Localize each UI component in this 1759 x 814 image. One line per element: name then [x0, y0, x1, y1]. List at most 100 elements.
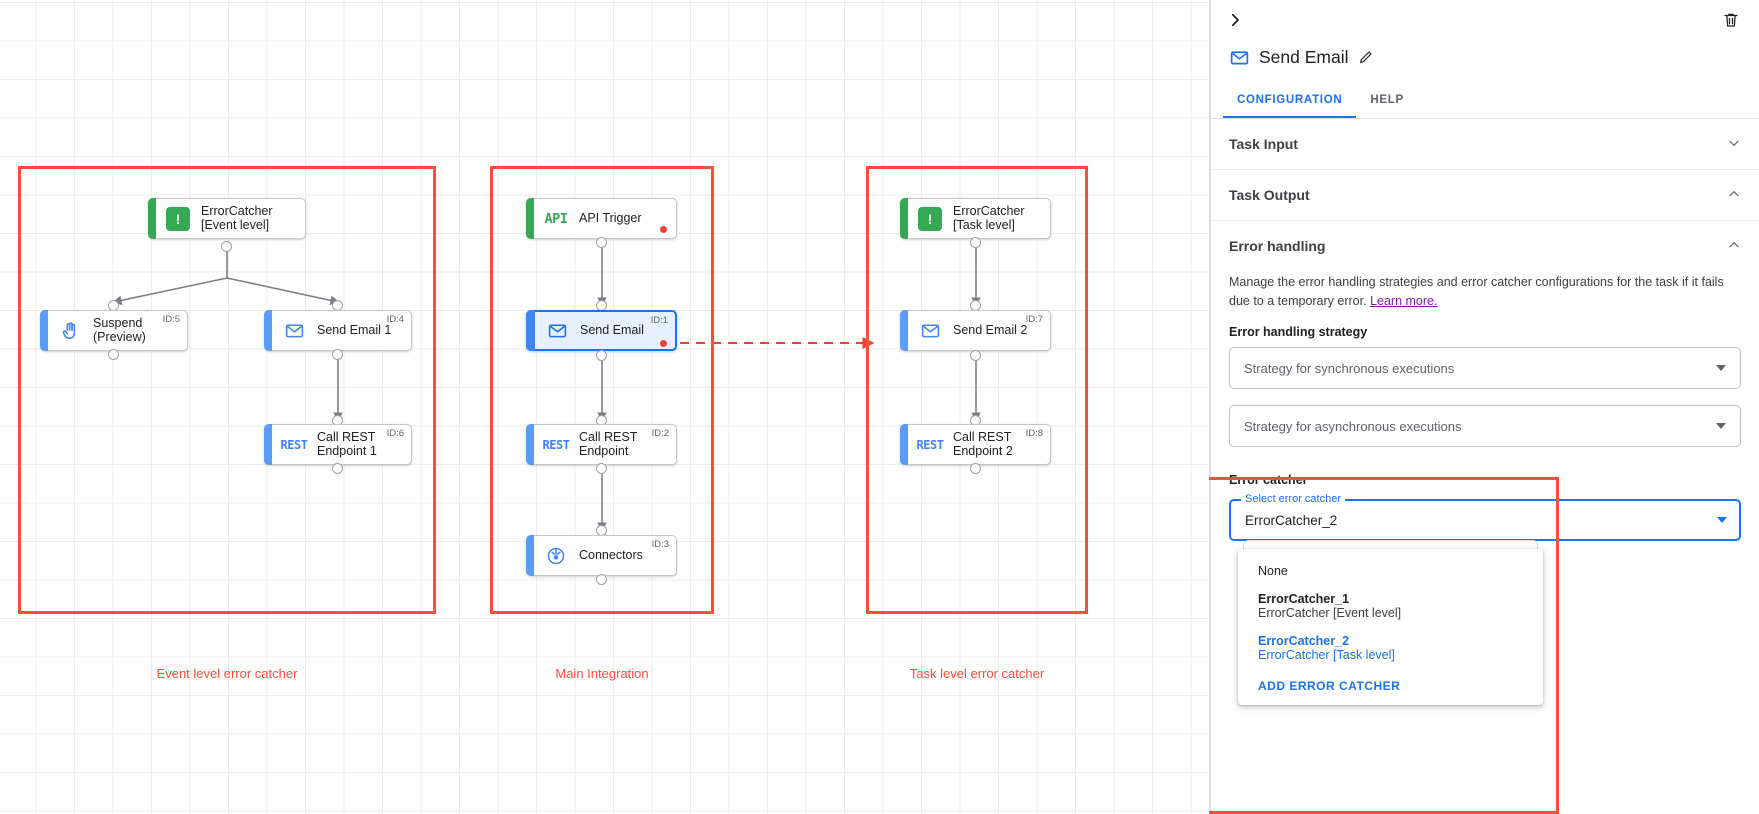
node-label: Suspend (Preview) — [93, 316, 146, 344]
node-label: Send Email 1 — [317, 322, 392, 337]
node-send-email[interactable]: Send Email ID:1 — [526, 310, 677, 351]
group-frame-event-level — [18, 166, 436, 614]
select-error-catcher-legend: Select error catcher — [1241, 493, 1345, 505]
dropdown-option-label: ErrorCatcher_1 — [1258, 592, 1350, 606]
dropdown-option-sublabel: ErrorCatcher [Task level] — [1258, 648, 1395, 662]
node-send-email-1[interactable]: Send Email 1 ID:4 — [264, 310, 412, 351]
port-out-connectors[interactable] — [596, 574, 607, 585]
send-email-error-dot — [660, 340, 667, 347]
dropdown-option-sublabel: ErrorCatcher [Event level] — [1258, 606, 1402, 620]
dropdown-option-errorcatcher-2[interactable]: ErrorCatcher_2 ErrorCatcher [Task level] — [1238, 627, 1543, 669]
node-id: ID:4 — [386, 314, 404, 325]
mail-icon — [1229, 47, 1250, 68]
node-label: Send Email 2 — [953, 322, 1028, 337]
error-catcher-icon: ! — [917, 206, 943, 232]
node-id: ID:3 — [651, 539, 669, 550]
error-catcher-icon: ! — [165, 206, 191, 232]
node-call-rest[interactable]: REST Call REST Endpoint ID:2 — [526, 424, 677, 465]
pencil-icon[interactable] — [1358, 49, 1374, 65]
mail-icon — [544, 318, 570, 344]
node-send-email-2[interactable]: Send Email 2 ID:7 — [900, 310, 1051, 351]
tab-help[interactable]: HELP — [1370, 94, 1404, 106]
group-frame-task-level — [866, 166, 1088, 614]
node-label: ErrorCatcher [Task level] — [953, 204, 1025, 232]
async-strategy-value: Strategy for asynchronous executions — [1244, 418, 1462, 434]
group-frame-main-integration — [490, 166, 714, 614]
node-label: Connectors — [579, 547, 643, 562]
node-errorcatcher-task[interactable]: ! ErrorCatcher [Task level] — [900, 198, 1051, 239]
select-error-catcher-field[interactable]: Select error catcher ErrorCatcher_2 — [1229, 493, 1741, 541]
port-out-send-email-2[interactable] — [970, 350, 981, 361]
rest-icon: REST — [542, 432, 570, 458]
node-accent — [148, 198, 156, 239]
port-out-suspend[interactable] — [108, 349, 119, 360]
node-accent — [526, 198, 534, 239]
section-task-input: Task Input — [1211, 119, 1759, 170]
port-out-errorcatcher-event[interactable] — [221, 241, 232, 252]
section-title: Task Input — [1229, 136, 1298, 152]
node-label: Call REST Endpoint 2 — [953, 430, 1013, 458]
chevron-up-icon[interactable] — [1727, 187, 1741, 204]
node-accent — [264, 310, 272, 351]
section-header-task-input[interactable]: Task Input — [1229, 119, 1741, 169]
port-out-call-rest-1[interactable] — [332, 463, 343, 474]
node-connectors[interactable]: Connectors ID:3 — [526, 535, 677, 576]
node-api-trigger[interactable]: API API Trigger — [526, 198, 677, 239]
error-catcher-dropdown[interactable]: None ErrorCatcher_1 ErrorCatcher [Event … — [1238, 549, 1543, 705]
node-accent — [40, 310, 48, 351]
add-error-catcher-button[interactable]: ADD ERROR CATCHER — [1258, 679, 1401, 693]
chevron-down-icon[interactable] — [1727, 136, 1741, 153]
exclamation-glyph: ! — [918, 206, 942, 231]
port-out-call-rest[interactable] — [596, 463, 607, 474]
panel-topbar — [1211, 0, 1759, 40]
trash-icon[interactable] — [1717, 6, 1745, 34]
node-call-rest-1[interactable]: REST Call REST Endpoint 1 ID:6 — [264, 424, 412, 465]
mail-icon — [281, 318, 307, 344]
dropdown-option-errorcatcher-1[interactable]: ErrorCatcher_1 ErrorCatcher [Event level… — [1238, 585, 1543, 627]
tab-configuration[interactable]: CONFIGURATION — [1223, 84, 1357, 118]
rest-glyph: REST — [916, 437, 944, 452]
section-header-task-output[interactable]: Task Output — [1229, 170, 1741, 220]
api-icon: API — [543, 206, 569, 232]
section-task-output: Task Output — [1211, 170, 1759, 221]
port-out-call-rest-2[interactable] — [970, 463, 981, 474]
learn-more-link[interactable]: Learn more. — [1370, 294, 1438, 308]
node-label: ErrorCatcher [Event level] — [201, 204, 273, 232]
group-label-main-integration: Main Integration — [555, 666, 649, 681]
node-accent — [900, 424, 908, 465]
node-id: ID:2 — [651, 428, 669, 439]
node-label: Call REST Endpoint — [579, 430, 638, 458]
rest-icon: REST — [281, 432, 308, 458]
select-error-catcher-value: ErrorCatcher_2 — [1245, 512, 1338, 528]
port-out-send-email[interactable] — [596, 350, 607, 361]
node-accent — [900, 310, 908, 351]
error-handling-strategy-label: Error handling strategy — [1229, 325, 1368, 339]
port-out-errorcatcher-task[interactable] — [970, 237, 981, 248]
port-out-api-trigger[interactable] — [596, 237, 607, 248]
node-id: ID:1 — [650, 315, 668, 326]
node-label: Call REST Endpoint 1 — [317, 430, 377, 458]
connectors-icon — [543, 543, 569, 569]
node-accent — [526, 535, 534, 576]
rest-glyph: REST — [542, 437, 570, 452]
dropdown-option-label: ErrorCatcher_2 — [1258, 634, 1350, 648]
node-id: ID:6 — [386, 428, 404, 439]
node-id: ID:5 — [162, 314, 180, 325]
node-id: ID:8 — [1025, 428, 1043, 439]
async-strategy-select[interactable]: Strategy for asynchronous executions — [1229, 405, 1741, 447]
node-suspend-preview[interactable]: Suspend (Preview) ID:5 — [40, 310, 188, 351]
node-label: Send Email — [580, 322, 644, 337]
node-errorcatcher-event[interactable]: ! ErrorCatcher [Event level] — [148, 198, 306, 239]
rest-icon: REST — [916, 432, 944, 458]
flow-canvas[interactable]: Event level error catcher Main Integrati… — [0, 0, 1210, 814]
chevron-right-icon[interactable] — [1221, 6, 1249, 34]
chevron-up-icon[interactable] — [1727, 238, 1741, 255]
exclamation-glyph: ! — [166, 206, 190, 231]
group-label-task-level: Task level error catcher — [909, 666, 1045, 681]
section-header-error-handling[interactable]: Error handling — [1229, 221, 1741, 271]
port-out-send-email-1[interactable] — [332, 349, 343, 360]
node-call-rest-2[interactable]: REST Call REST Endpoint 2 ID:8 — [900, 424, 1051, 465]
dropdown-option-none[interactable]: None — [1238, 557, 1543, 585]
sync-strategy-select[interactable]: Strategy for synchronous executions — [1229, 347, 1741, 389]
